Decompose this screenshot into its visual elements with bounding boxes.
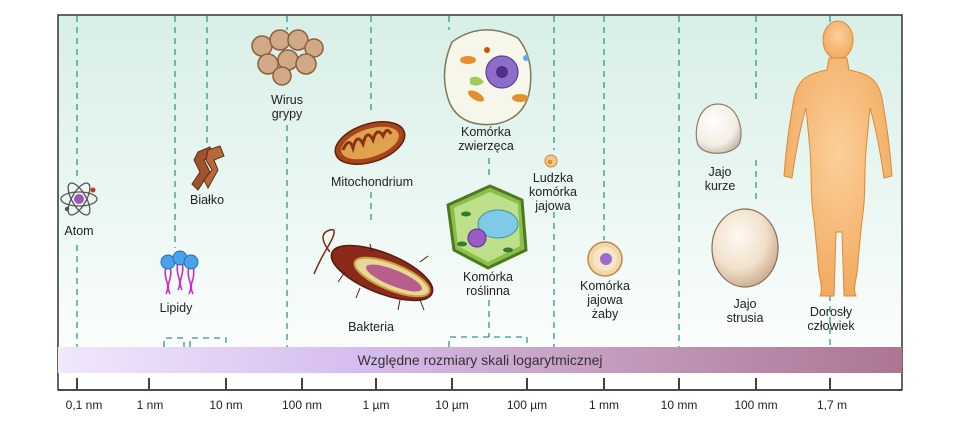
bacterium-icon	[313, 228, 434, 311]
atom-label: Atom	[64, 224, 94, 238]
animal-cell-icon	[443, 29, 532, 126]
lipids-icon	[160, 250, 199, 295]
bacterium-label: Bakteria	[348, 320, 394, 334]
tick-label: 0,1 nm	[65, 398, 103, 412]
influenza-virus-icon	[251, 29, 324, 86]
scale-title: Względne rozmiary skali logarytmicznej	[357, 352, 603, 368]
chicken-egg-icon	[695, 103, 742, 154]
mitochondrion-label: Mitochondrium	[331, 175, 413, 189]
tick-label: 100 nm	[281, 398, 323, 412]
mitochondrion-icon	[334, 121, 406, 165]
plant-cell-icon	[446, 184, 528, 270]
tick-label: 10 mm	[660, 398, 698, 412]
tick-label: 100 µm	[506, 398, 548, 412]
adult-human-silhouette	[783, 20, 893, 297]
tick-label: 1 µm	[362, 398, 390, 412]
tick-label: 10 nm	[209, 398, 243, 412]
atom-icon	[60, 182, 98, 216]
tick-label: 1 mm	[589, 398, 619, 412]
lipids-label: Lipidy	[159, 301, 193, 315]
scale-band	[58, 347, 902, 373]
tick-label: 1 nm	[136, 398, 164, 412]
frog-egg-cell-icon	[587, 241, 623, 277]
tick-label: 10 µm	[435, 398, 469, 412]
tick-label: 100 mm	[734, 398, 778, 412]
ostrich-egg-icon	[711, 208, 779, 288]
human-egg-cell-icon	[544, 154, 558, 168]
protein-icon	[191, 145, 225, 191]
scale-ticks	[76, 378, 831, 390]
guide-lines	[76, 16, 831, 347]
protein-label: Białko	[189, 193, 225, 207]
tick-label: 1,7 m	[816, 398, 848, 412]
